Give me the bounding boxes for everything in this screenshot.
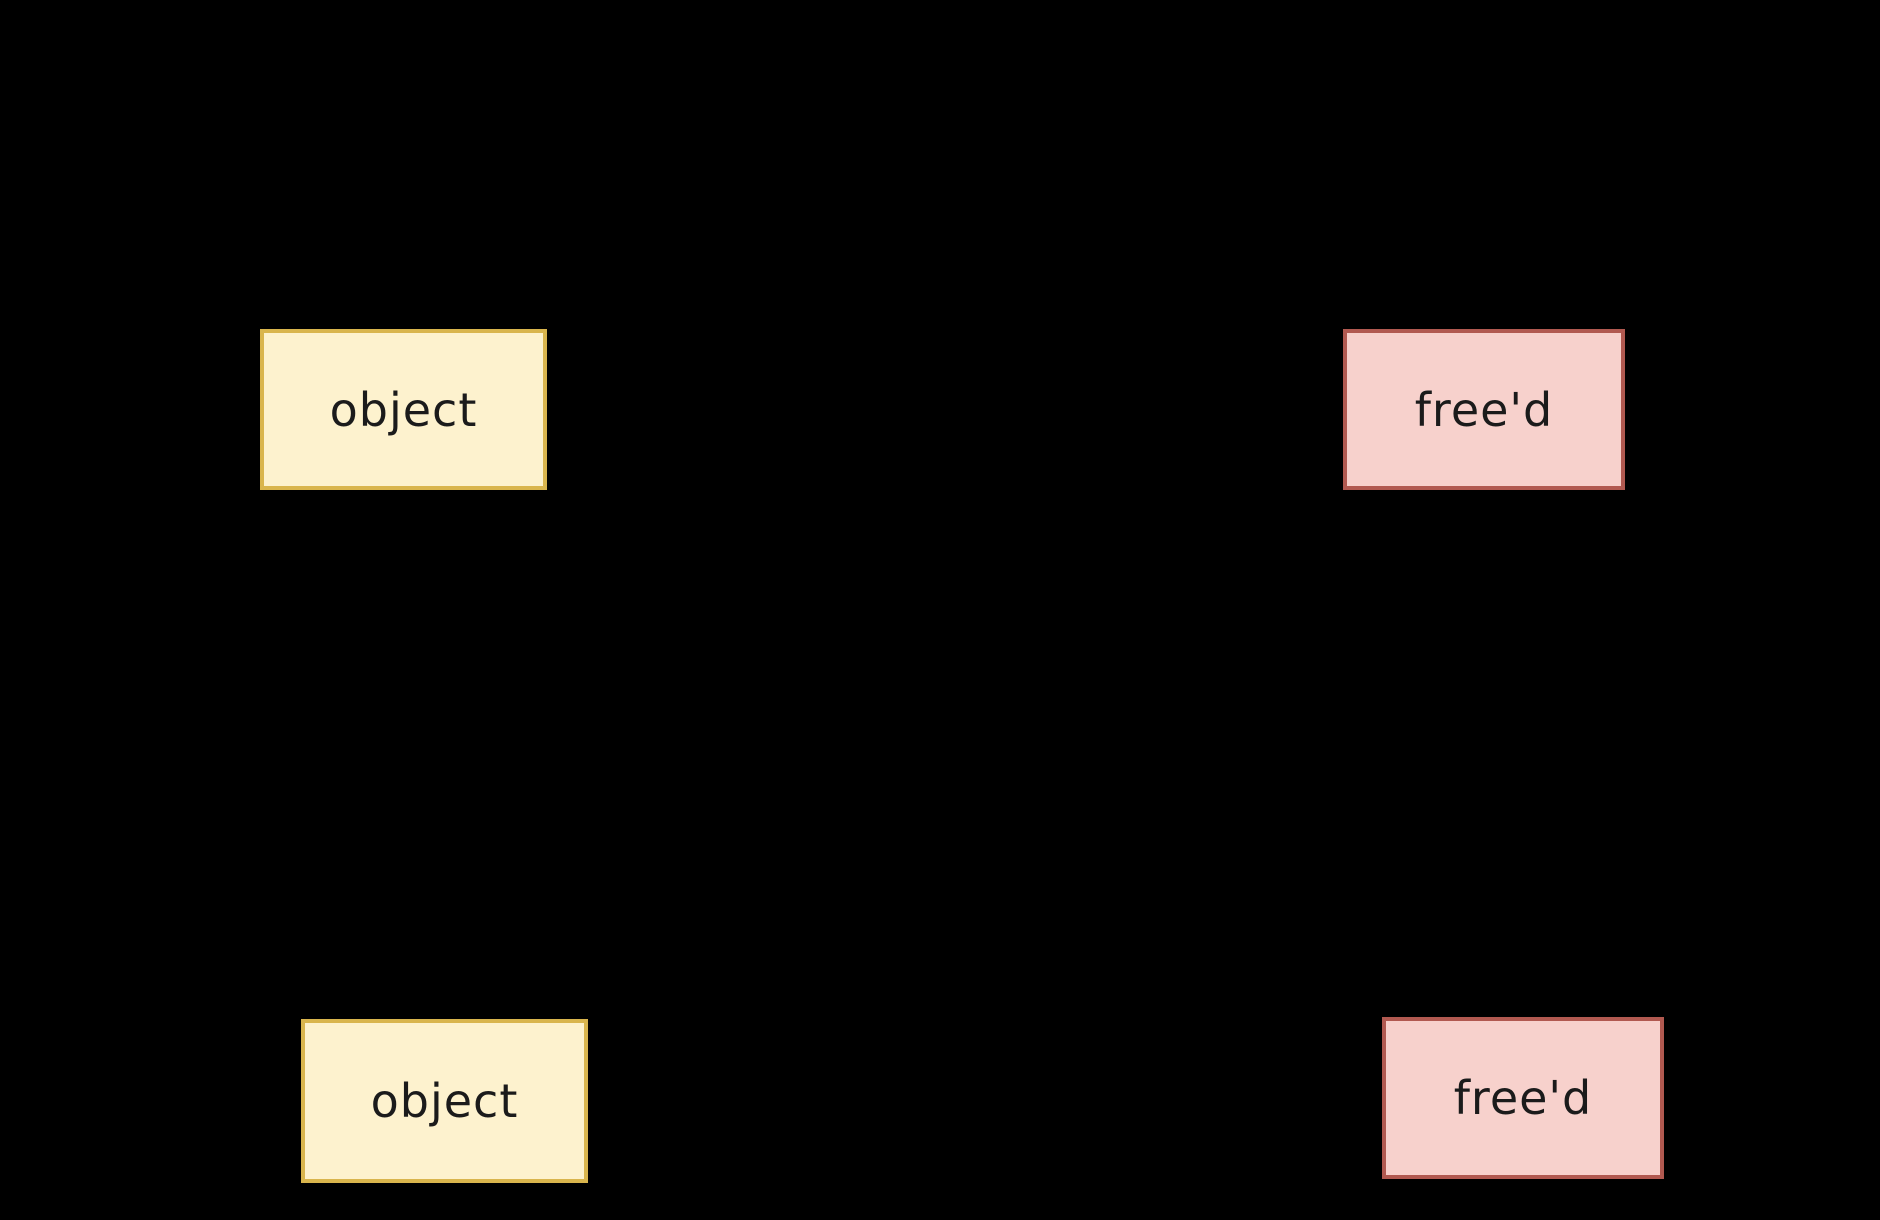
node-object-top-left: object [260,329,547,490]
node-freed-bottom-right: free'd [1382,1017,1664,1179]
node-label: object [329,382,478,437]
node-object-bottom-left: object [301,1019,588,1183]
node-freed-top-right: free'd [1343,329,1625,490]
node-label: free'd [1414,382,1554,437]
node-label: object [370,1074,519,1128]
node-label: free'd [1453,1071,1593,1125]
